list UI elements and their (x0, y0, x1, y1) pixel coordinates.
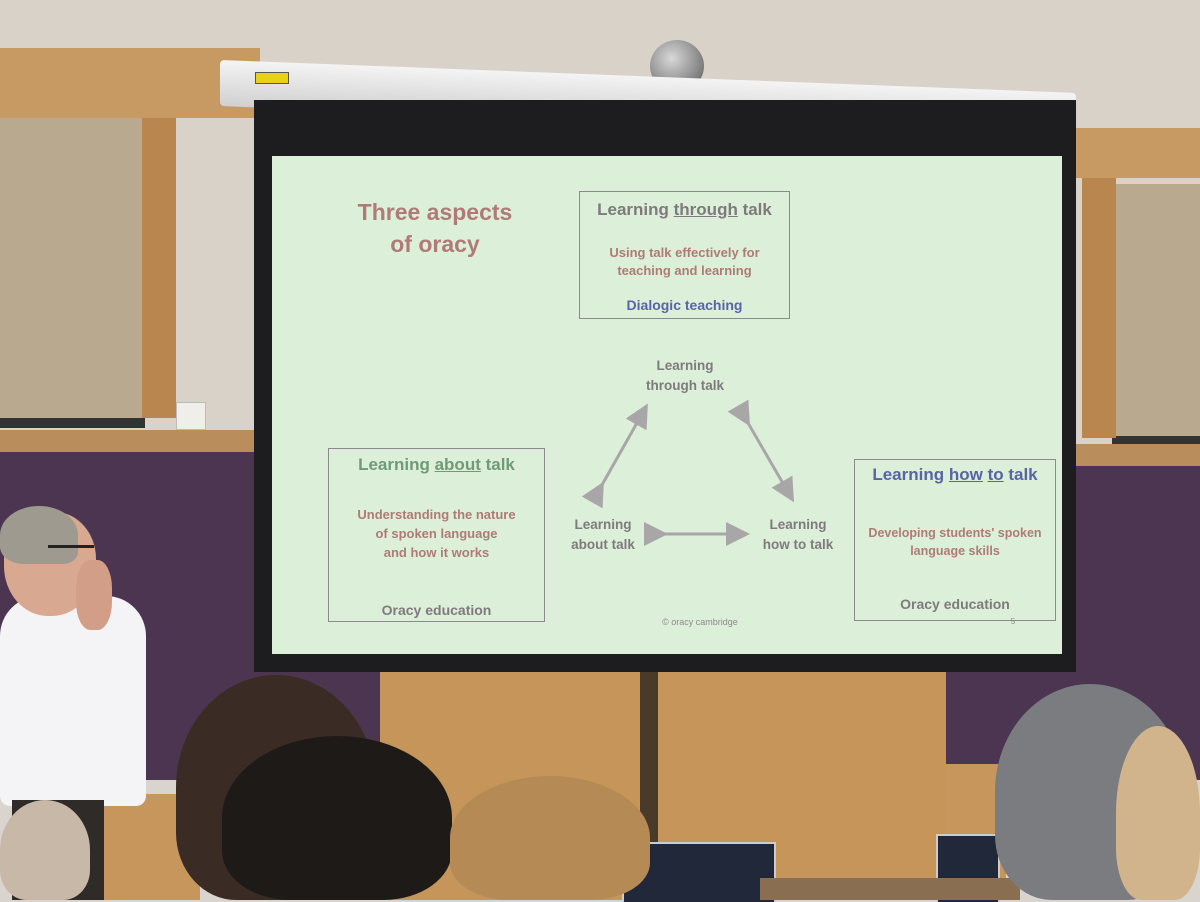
heading-post: talk (737, 200, 772, 219)
wood-beam-left (0, 48, 260, 118)
label-line1: Learning (574, 517, 632, 532)
window-frame-left (142, 118, 176, 418)
desc-line1: Understanding the nature (357, 507, 516, 522)
ledge-right (1068, 444, 1200, 466)
slide-title-line1: Three aspects (357, 199, 513, 225)
wall-outlet (176, 402, 206, 430)
audience-head (0, 800, 90, 900)
audience-head (222, 736, 452, 900)
page-number: 5 (1010, 617, 1016, 626)
box-learning-about-talk (328, 448, 545, 622)
presenter-hand (76, 560, 112, 630)
box-about-description: Understanding the nature of spoken langu… (328, 505, 545, 562)
heading-key: through (673, 200, 738, 219)
desc-line3: and how it works (383, 545, 490, 560)
triangle-top-label: Learning through talk (620, 356, 750, 396)
desc-line1: Using talk effectively for (609, 245, 760, 260)
desc-line2: teaching and learning (617, 263, 752, 278)
copyright-text: © oracy cambridge (662, 617, 738, 627)
label-line1: Learning (769, 517, 827, 532)
wood-beam-right (1060, 128, 1200, 178)
triangle-arrows (581, 399, 795, 546)
window-left (0, 118, 145, 428)
heading-post: talk (480, 455, 515, 474)
label-line2: how to talk (762, 537, 834, 552)
slide (272, 156, 1062, 654)
desc-line2: of spoken language (375, 526, 498, 541)
label-line1: Learning (656, 358, 714, 373)
arrow-right-diagonal (727, 399, 795, 503)
box-about-heading: Learning about talk (328, 455, 545, 475)
audience-head (1116, 726, 1200, 900)
slide-title: Three aspects of oracy (320, 196, 550, 260)
ledge-left (0, 430, 260, 452)
label-line2: through talk (646, 378, 724, 393)
box-learning-how-to-talk (854, 459, 1056, 621)
presenter-hair (0, 506, 78, 564)
label-line2: about talk (571, 537, 635, 552)
window-frame-right (1082, 178, 1116, 438)
box-through-footer: Dialogic teaching (626, 297, 743, 313)
heading-key: how (948, 465, 983, 484)
triangle-right-label: Learning how to talk (742, 515, 854, 555)
desc-line1: Developing students' spoken (868, 526, 1042, 540)
slide-title-line2: of oracy (390, 231, 480, 257)
box-through-heading: Learning through talk (579, 200, 790, 220)
heading-pre: Learning (597, 200, 674, 219)
box-how-description: Developing students' spoken language ski… (854, 524, 1056, 560)
box-how-heading: Learning how to talk (854, 465, 1056, 485)
heading-key: about (434, 455, 481, 474)
table (760, 878, 1020, 900)
desc-line2: language skills (910, 544, 1000, 558)
box-about-footer: Oracy education (381, 602, 492, 618)
heading-post: talk (1003, 465, 1038, 484)
presenter-glasses (48, 545, 94, 556)
warning-label (255, 72, 289, 84)
window-right (1112, 184, 1200, 444)
box-how-footer: Oracy education (900, 596, 1010, 612)
heading-pre: Learning (872, 465, 949, 484)
heading-key2: to (987, 465, 1004, 484)
audience-head (450, 776, 650, 900)
box-learning-through-talk (579, 191, 790, 319)
arrow-left-diagonal (581, 403, 648, 509)
box-through-description: Using talk effectively for teaching and … (579, 244, 790, 280)
heading-pre: Learning (358, 455, 435, 474)
presenter-shirt (0, 596, 146, 806)
triangle-left-label: Learning about talk (548, 515, 658, 555)
